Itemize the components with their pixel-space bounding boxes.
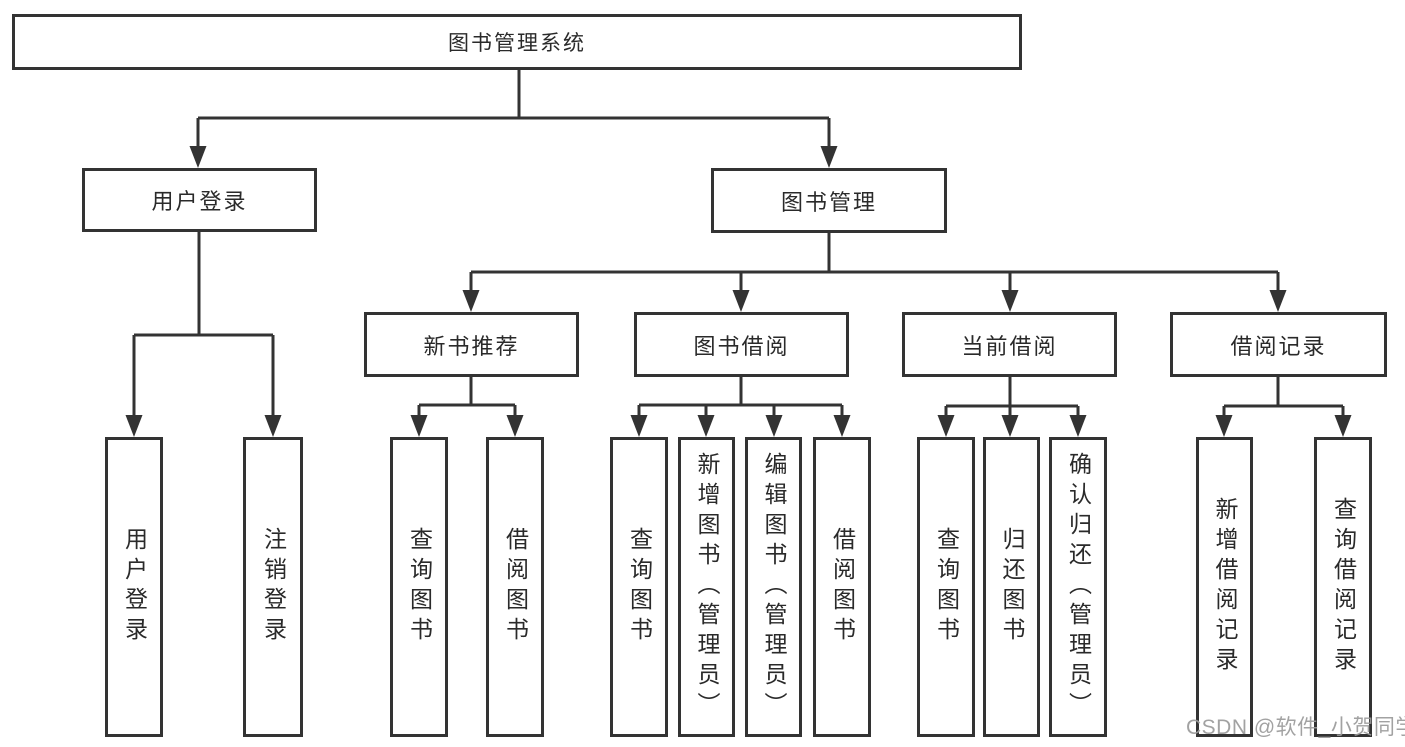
watermark: CSDN @软件_小贺同学: [1186, 716, 1405, 739]
node-user-login: 用户登录: [82, 168, 317, 232]
leaf-borrow-edit-books-admin: 编辑图书（管理员）: [745, 437, 802, 737]
node-new-book-recommend-label: 新书推荐: [423, 333, 520, 359]
connector-root-branch: [189, 70, 838, 168]
connector-user-login-branch: [125, 232, 282, 437]
leaf-current-confirm-return-admin-label: 确认归还（管理员）: [1065, 452, 1092, 722]
leaf-current-query-books: 查询图书: [917, 437, 975, 737]
leaf-logout-label: 注销登录: [260, 527, 287, 647]
connector-book-borrow-branch: [630, 377, 851, 437]
connector-current-borrow-branch: [937, 377, 1087, 437]
leaf-borrow-borrow-books: 借阅图书: [813, 437, 871, 737]
leaf-recommend-borrow-books: 借阅图书: [486, 437, 544, 737]
leaf-recommend-query-books: 查询图书: [390, 437, 448, 737]
node-book-borrow: 图书借阅: [634, 312, 849, 377]
leaf-borrow-query-books-label: 查询图书: [626, 527, 653, 647]
node-book-management-label: 图书管理: [780, 189, 877, 215]
leaf-current-query-books-label: 查询图书: [933, 527, 960, 647]
leaf-records-query-record-label: 查询借阅记录: [1330, 497, 1357, 677]
connector-book-management-branch: [462, 233, 1287, 312]
leaf-user-login-label: 用户登录: [121, 527, 148, 647]
leaf-borrow-edit-books-admin-label: 编辑图书（管理员）: [761, 452, 787, 722]
node-root: 图书管理系统: [12, 14, 1022, 70]
node-borrow-records: 借阅记录: [1170, 312, 1387, 377]
node-root-label: 图书管理系统: [448, 32, 586, 55]
node-book-management: 图书管理: [711, 168, 947, 233]
leaf-records-add-record: 新增借阅记录: [1196, 437, 1253, 737]
connector-new-book-recommend-branch: [410, 377, 524, 437]
node-book-borrow-label: 图书借阅: [693, 333, 790, 359]
leaf-borrow-query-books: 查询图书: [610, 437, 668, 737]
leaf-recommend-borrow-books-label: 借阅图书: [502, 527, 529, 647]
node-current-borrow-label: 当前借阅: [961, 333, 1058, 359]
leaf-borrow-add-books-admin-label: 新增图书（管理员）: [694, 452, 720, 722]
leaf-borrow-borrow-books-label: 借阅图书: [829, 527, 856, 647]
node-new-book-recommend: 新书推荐: [364, 312, 579, 377]
connector-borrow-records-branch: [1215, 377, 1352, 437]
leaf-current-confirm-return-admin: 确认归还（管理员）: [1049, 437, 1107, 737]
leaf-records-add-record-label: 新增借阅记录: [1212, 497, 1238, 677]
leaf-records-query-record: 查询借阅记录: [1314, 437, 1372, 737]
leaf-logout: 注销登录: [243, 437, 303, 737]
leaf-current-return-books: 归还图书: [983, 437, 1040, 737]
node-current-borrow: 当前借阅: [902, 312, 1117, 377]
leaf-current-return-books-label: 归还图书: [999, 527, 1025, 647]
node-user-login-label: 用户登录: [151, 189, 248, 214]
leaf-recommend-query-books-label: 查询图书: [406, 527, 433, 647]
node-borrow-records-label: 借阅记录: [1230, 333, 1327, 359]
leaf-user-login: 用户登录: [105, 437, 163, 737]
leaf-borrow-add-books-admin: 新增图书（管理员）: [678, 437, 735, 737]
